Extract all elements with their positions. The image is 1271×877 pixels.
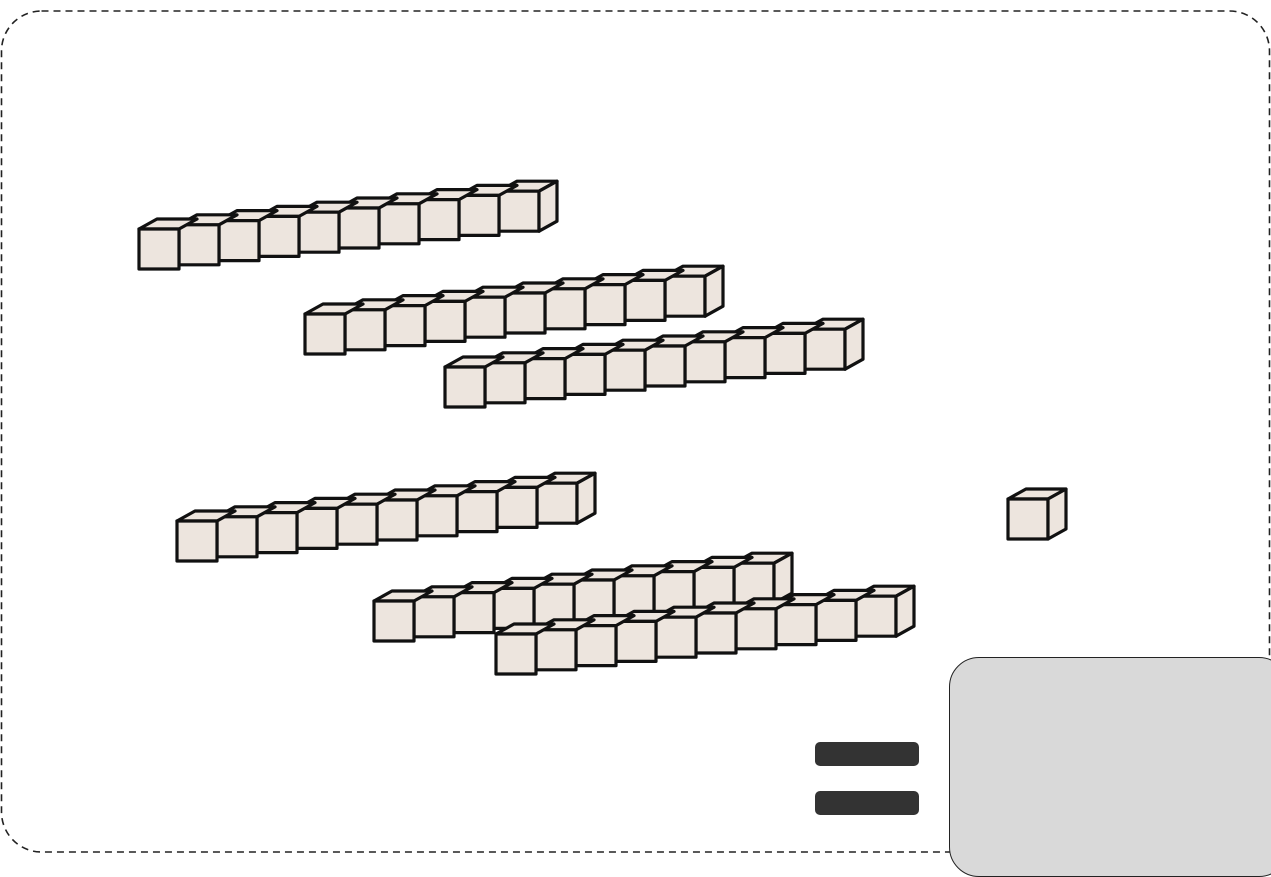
cube-front-face xyxy=(774,602,818,647)
cube-front-face xyxy=(523,357,567,401)
cube-front-face xyxy=(803,327,847,371)
cube-front-face xyxy=(417,198,461,242)
cube-side-face xyxy=(772,551,794,605)
equals-bar-bottom xyxy=(815,791,919,815)
cube-front-face xyxy=(452,590,496,635)
cube-front-face xyxy=(612,574,656,618)
cube-front-face xyxy=(175,519,219,563)
cube-front-face xyxy=(372,599,416,643)
unit-cube xyxy=(175,509,237,563)
cube-front-face xyxy=(614,619,658,664)
cube-front-face xyxy=(177,223,221,267)
cube-front-face xyxy=(543,287,587,331)
cube-front-face xyxy=(503,291,547,335)
cube-side-face xyxy=(894,584,916,638)
cube-front-face xyxy=(443,365,487,409)
cube-front-face xyxy=(534,628,578,672)
cube-side-face xyxy=(537,179,559,233)
cube-front-face xyxy=(563,352,607,396)
cube-front-face xyxy=(255,510,299,555)
cube-front-face xyxy=(535,481,579,525)
cube-side-face xyxy=(703,264,725,318)
cube-front-face xyxy=(463,295,507,339)
unit-cube xyxy=(337,196,399,250)
cube-front-face xyxy=(723,336,767,380)
unit-cube xyxy=(137,217,199,271)
cube-front-face xyxy=(694,611,738,655)
cube-front-face xyxy=(412,595,456,639)
tens-rod[interactable] xyxy=(443,317,865,409)
cube-front-face xyxy=(663,274,707,318)
cube-front-face xyxy=(654,615,698,659)
unit-cube xyxy=(532,572,594,626)
cube-side-face xyxy=(575,471,597,525)
unit-cube xyxy=(463,285,525,339)
tens-rod[interactable] xyxy=(494,584,916,676)
cube-front-face xyxy=(494,632,538,676)
cube-side-face xyxy=(843,317,865,371)
cube-front-face xyxy=(457,193,501,237)
unit-cube xyxy=(663,264,725,318)
cube-front-face xyxy=(683,340,727,384)
cube-front-face xyxy=(574,623,618,668)
workspace xyxy=(0,10,1271,853)
cube-front-face xyxy=(415,494,459,538)
unit-cube xyxy=(443,355,505,409)
cube-front-face xyxy=(763,331,807,375)
cube-front-face xyxy=(623,278,667,322)
cube-front-face xyxy=(375,498,419,542)
cube-front-face xyxy=(483,361,527,405)
unit-cube xyxy=(497,179,559,233)
unit-cube xyxy=(177,213,239,267)
unit-cube xyxy=(494,622,556,676)
base-ten-blocks xyxy=(137,179,1068,676)
tens-rod[interactable] xyxy=(303,264,725,356)
cube-front-face xyxy=(383,304,427,348)
cube-front-face xyxy=(455,490,499,534)
unit-cube xyxy=(1006,487,1068,541)
tens-rod[interactable] xyxy=(372,551,794,643)
cube-front-face xyxy=(652,569,696,614)
cube-front-face xyxy=(854,594,898,638)
cube-front-face xyxy=(495,485,539,530)
cube-side-face xyxy=(1046,487,1068,541)
equals-sign xyxy=(815,742,919,815)
cube-front-face xyxy=(423,299,467,343)
cube-front-face xyxy=(335,502,379,546)
tens-rod[interactable] xyxy=(175,471,597,563)
unit-cube xyxy=(854,584,916,638)
cube-front-face xyxy=(377,202,421,246)
unit-cube xyxy=(654,605,716,659)
cube-front-face xyxy=(217,219,261,263)
cube-front-face xyxy=(257,214,301,258)
cube-front-face xyxy=(337,206,381,250)
cube-front-face xyxy=(303,312,347,356)
unit-cube xyxy=(535,471,597,525)
cube-front-face xyxy=(643,344,687,388)
cube-front-face xyxy=(343,308,387,352)
cube-front-face xyxy=(295,506,339,551)
tens-rod[interactable] xyxy=(137,179,559,271)
cube-front-face xyxy=(297,210,341,254)
cube-front-face xyxy=(603,348,647,392)
cube-front-face xyxy=(734,607,778,651)
workspace-border xyxy=(0,10,1271,853)
equals-bar-top xyxy=(815,742,919,766)
cube-front-face xyxy=(137,227,181,271)
unit-cube xyxy=(774,592,836,647)
unit-cube xyxy=(303,302,365,356)
unit-cube xyxy=(423,289,485,343)
cube-front-face xyxy=(215,515,259,559)
cube-front-face xyxy=(814,598,858,643)
ones-cube[interactable] xyxy=(1006,487,1068,541)
cube-front-face xyxy=(583,283,627,327)
cube-front-face xyxy=(1006,497,1050,541)
cube-front-face xyxy=(497,189,541,233)
unit-cube xyxy=(372,589,434,643)
answer-box[interactable] xyxy=(949,657,1271,877)
